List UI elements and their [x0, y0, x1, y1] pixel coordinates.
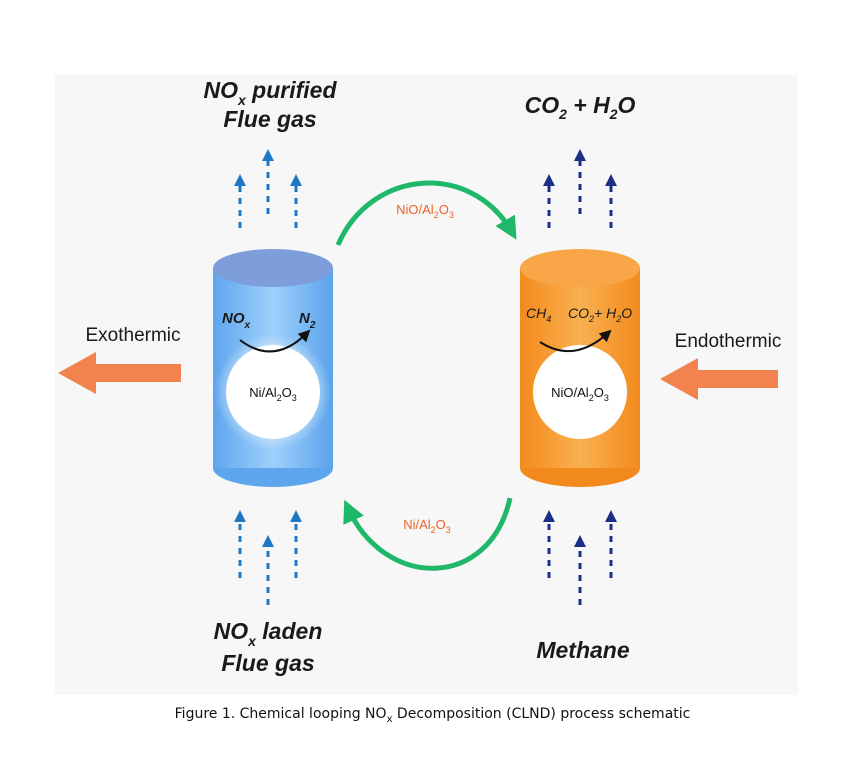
fuel-reactor-products: CO2+ H2O [568, 305, 632, 324]
gas-flow-arrowheads-icon [234, 149, 617, 547]
loop-arrow-bottom-icon [343, 497, 513, 571]
air-reactor-product: N2 [299, 310, 316, 331]
left-inlet-gas-label-line2: Flue gas [221, 650, 314, 676]
left-outlet-gas-label-line2: Flue gas [223, 106, 316, 132]
fuel-reactor-reactant: CH4 [526, 305, 551, 324]
air-reactor-carrier-label: Ni/Al2O3 [249, 385, 297, 403]
loop-top-label: NiO/Al2O3 [396, 202, 454, 220]
gas-flow-arrows-icon [238, 161, 613, 605]
exothermic-arrow-icon [58, 352, 181, 394]
loop-arrow-top-icon [335, 180, 517, 246]
air-reactor-top [213, 249, 333, 287]
right-inlet-gas-label: Methane [536, 637, 630, 663]
air-reactor: NOx N2 Ni/Al2O3 [213, 249, 333, 487]
endothermic-label: Endothermic [675, 331, 782, 352]
left-outlet-gas-label: NOx purified [203, 77, 337, 108]
fuel-reactor-carrier-label: NiO/Al2O3 [551, 385, 609, 403]
exothermic-label: Exothermic [85, 325, 180, 346]
right-outlet-gas-label: CO2 + H2O [525, 92, 636, 122]
air-reactor-reactant: NOx [222, 310, 251, 331]
fuel-reactor: CH4 CO2+ H2O NiO/Al2O3 [520, 249, 640, 487]
reaction-arrow-icon [539, 329, 612, 353]
figure-caption: Figure 1. Chemical looping NOx Decomposi… [174, 706, 691, 725]
fuel-reactor-top [520, 249, 640, 287]
reaction-arrow-icon [239, 329, 311, 353]
loop-bottom-label: Ni/Al2O3 [403, 517, 451, 535]
left-inlet-gas-label: NOx laden [214, 618, 323, 649]
oxygen-carrier-circle [533, 345, 627, 439]
endothermic-arrow-icon [660, 358, 778, 400]
oxygen-carrier-circle [226, 345, 320, 439]
